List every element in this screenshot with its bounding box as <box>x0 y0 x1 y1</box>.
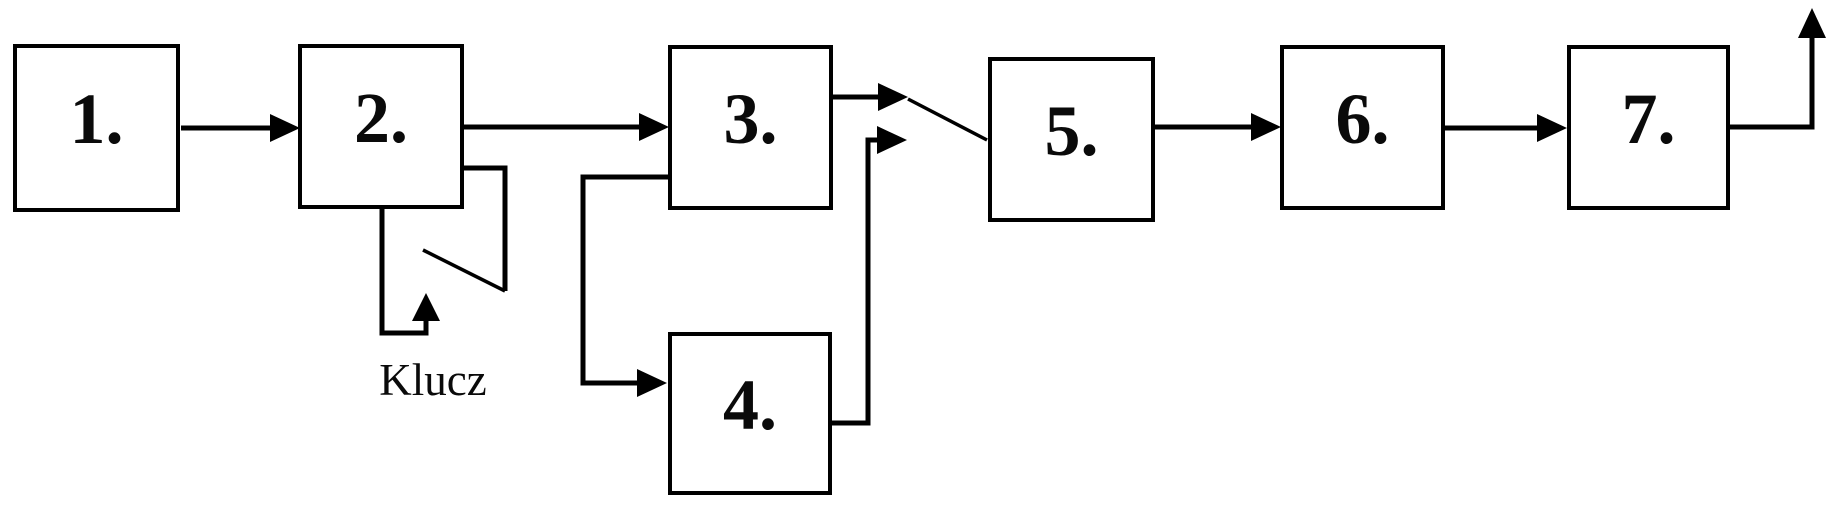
arrow-block4-switch <box>830 126 907 426</box>
block-3-label: 3. <box>723 78 778 159</box>
block-5-label: 5. <box>1044 90 1099 171</box>
block2-switch-blade-icon <box>422 248 506 293</box>
output-arrow-head <box>1798 8 1826 38</box>
block-2: 2. <box>298 44 464 209</box>
block-3: 3. <box>668 45 833 210</box>
block2-switch-feed-line <box>462 165 508 291</box>
loop-block3-block4-line <box>580 174 670 386</box>
arrow-block4-switch-line <box>830 137 880 426</box>
block-1: 1. <box>13 44 180 212</box>
key-arrow <box>379 207 440 336</box>
block-4-label: 4. <box>723 364 777 445</box>
block-6: 6. <box>1280 45 1445 210</box>
arrow-block2-block3 <box>462 113 669 141</box>
arrow-block6-block7 <box>1443 114 1567 142</box>
arrow-block4-switch-head <box>877 126 907 154</box>
key-arrow-head <box>412 293 440 321</box>
arrow-block1-block2-head <box>270 114 300 142</box>
output-arrow-line <box>1728 37 1815 130</box>
output-arrow <box>1728 8 1826 130</box>
selector-switch-blade-line <box>907 97 988 142</box>
block-5: 5. <box>988 57 1155 222</box>
arrow-block1-block2 <box>181 114 300 142</box>
arrow-block3-switch <box>831 83 908 111</box>
block-7-label: 7. <box>1621 78 1676 159</box>
block-4: 4. <box>668 332 832 495</box>
block-6-label: 6. <box>1335 78 1390 159</box>
key-arrow-line <box>379 207 429 336</box>
block-2-label: 2. <box>354 77 408 158</box>
arrow-block6-block7-head <box>1537 114 1567 142</box>
block-7: 7. <box>1567 45 1730 210</box>
key-label: Klucz <box>379 355 487 405</box>
block-1-label: 1. <box>69 79 124 159</box>
block2-switch-blade-line <box>422 248 506 293</box>
selector-switch-blade-icon <box>907 97 988 142</box>
loop-block3-block4 <box>580 174 670 397</box>
arrow-block3-switch-head <box>878 83 908 111</box>
arrow-block5-block6 <box>1153 113 1281 141</box>
arrow-block5-block6-head <box>1251 113 1281 141</box>
block2-switch-feed <box>462 165 508 291</box>
arrow-block2-block3-head <box>639 113 669 141</box>
loop-block3-block4-head <box>637 369 667 397</box>
